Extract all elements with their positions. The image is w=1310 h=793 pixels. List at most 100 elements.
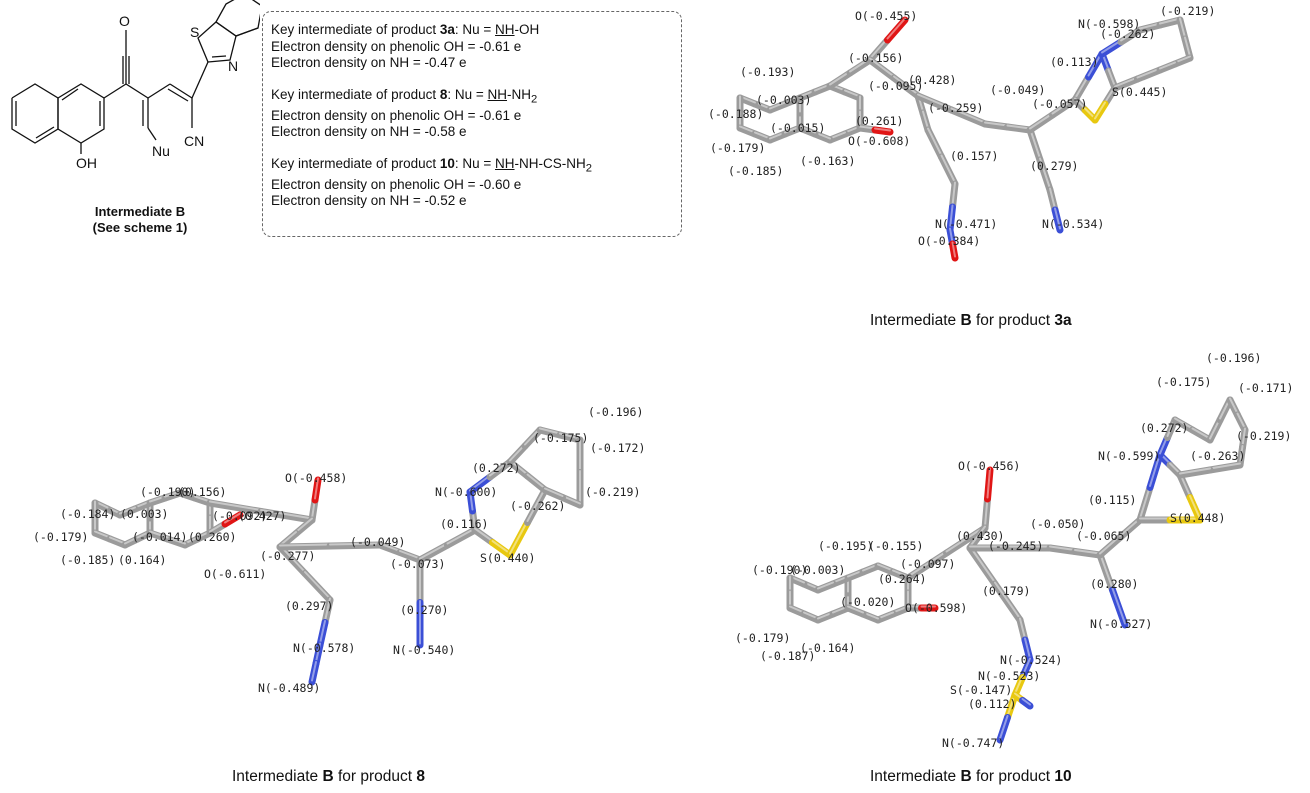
bond-highlight — [329, 542, 381, 546]
charge-label: (-0.193) — [740, 65, 795, 79]
charge-label: N(-0.527) — [1090, 617, 1152, 631]
charge-label: O(-0.384) — [918, 234, 980, 248]
bond-segment — [1156, 60, 1179, 74]
sulfur-label: S — [190, 24, 199, 40]
bond-segment — [221, 511, 244, 528]
bond-highlight — [927, 127, 943, 157]
charge-label: (-0.020) — [840, 595, 895, 609]
charge-label: N(-0.578) — [293, 641, 355, 655]
bond-segment — [1004, 123, 1034, 134]
bond-highlight — [829, 131, 846, 140]
hydroxyl-label: OH — [76, 155, 97, 171]
bond-highlight — [892, 569, 909, 578]
bond-segment — [938, 153, 959, 188]
charge-label: (-0.188) — [708, 107, 763, 121]
charge-label: O(-0.456) — [958, 459, 1020, 473]
bond-highlight — [1014, 675, 1024, 695]
bond-highlight — [1049, 187, 1056, 210]
charge-label: (-0.014) — [132, 530, 187, 544]
bond-highlight — [1136, 67, 1161, 79]
info-nh: NH — [495, 155, 515, 171]
bond-segment — [996, 714, 1011, 744]
charge-label: O(-0.598) — [905, 601, 967, 615]
bond-highlight — [295, 517, 313, 533]
bond-highlight — [491, 540, 511, 555]
bond-highlight — [1239, 445, 1244, 465]
caption-pre: Intermediate — [870, 312, 961, 329]
charge-label: (-0.187) — [760, 649, 815, 663]
info-nh-density: Electron density on NH = -0.47 e — [271, 55, 467, 70]
bond-highlight — [1184, 36, 1191, 58]
charge-label: (0.261) — [855, 114, 903, 128]
bond-segment — [766, 100, 789, 114]
charge-label: (-0.003) — [756, 93, 811, 107]
bond-highlight — [94, 530, 111, 539]
charge-label: (0.428) — [908, 73, 956, 87]
bond-highlight — [311, 661, 317, 682]
bond-highlight — [1019, 617, 1026, 640]
bond-segment — [486, 458, 514, 481]
bond-segment — [904, 549, 950, 582]
bond-highlight — [1039, 157, 1051, 190]
charge-label: (0.279) — [1030, 159, 1078, 173]
bond-highlight — [986, 467, 991, 499]
charge-label: (-0.184) — [60, 507, 115, 521]
bond-segment — [1049, 96, 1079, 119]
charge-label: (-0.259) — [928, 101, 983, 115]
bond-highlight — [1169, 462, 1181, 475]
info-nu-prefix: : Nu = — [454, 22, 496, 37]
bond-highlight — [844, 89, 861, 98]
bond-highlight — [1074, 97, 1086, 110]
bond-segment — [1176, 466, 1214, 479]
bond-highlight — [474, 527, 494, 542]
bond-highlight — [945, 525, 986, 553]
bond-segment — [866, 36, 891, 64]
nitrogen-label: N — [228, 58, 238, 74]
info-nh: NH — [487, 86, 508, 102]
caption-bold: B — [322, 768, 334, 785]
charge-label: (-0.219) — [1160, 4, 1215, 18]
bond-highlight — [324, 597, 331, 622]
bond-segment — [326, 541, 384, 550]
bond-segment — [206, 499, 265, 515]
bond-segment — [984, 466, 994, 503]
charge-label: (-0.196) — [1206, 351, 1261, 365]
caption-mid: for product — [333, 768, 417, 785]
bond-highlight — [1174, 55, 1191, 64]
charge-label: (0.280) — [1090, 577, 1138, 591]
bond-highlight — [1236, 412, 1246, 430]
charge-label: (0.003) — [120, 507, 168, 521]
charge-label: (-0.185) — [60, 553, 115, 567]
molecule-panel-8: O(-0.458)(-0.190)(0.156)(-0.184)(0.003)(… — [33, 405, 645, 695]
charge-label: (-0.073) — [390, 557, 445, 571]
charge-label: (-0.164) — [800, 641, 855, 655]
bond-highlight — [109, 536, 126, 545]
bond-highlight — [951, 241, 956, 258]
bond-segment — [814, 580, 837, 594]
caption-num: 8 — [416, 768, 426, 785]
bond-segment — [1026, 111, 1056, 134]
bond-segment — [981, 495, 991, 532]
charge-label: (0.270) — [400, 603, 448, 617]
bond-segment — [316, 619, 329, 649]
bond-highlight — [907, 550, 948, 578]
bond-highlight — [315, 642, 321, 663]
info-heading: Key intermediate of product 8: Nu = NH-N… — [271, 87, 673, 108]
bond-highlight — [949, 204, 954, 230]
bond-highlight — [446, 527, 476, 545]
info-group-10: Key intermediate of product 10: Nu = NH-… — [271, 156, 673, 210]
caption-mid: for product — [971, 768, 1055, 785]
charge-label: N(-0.540) — [393, 643, 455, 657]
bond-highlight — [1094, 101, 1106, 120]
caption-pre: Intermediate — [232, 768, 323, 785]
bond-segment — [1116, 516, 1144, 541]
charge-label: (-0.185) — [728, 164, 783, 178]
bond-segment — [1206, 461, 1244, 474]
bond-highlight — [969, 545, 996, 584]
bond-highlight — [874, 127, 891, 132]
charge-label: (-0.175) — [533, 431, 588, 445]
bond-segment — [966, 544, 999, 588]
bond-segment — [1046, 544, 1079, 555]
bond-segment — [948, 106, 989, 128]
bond-highlight — [149, 530, 169, 539]
